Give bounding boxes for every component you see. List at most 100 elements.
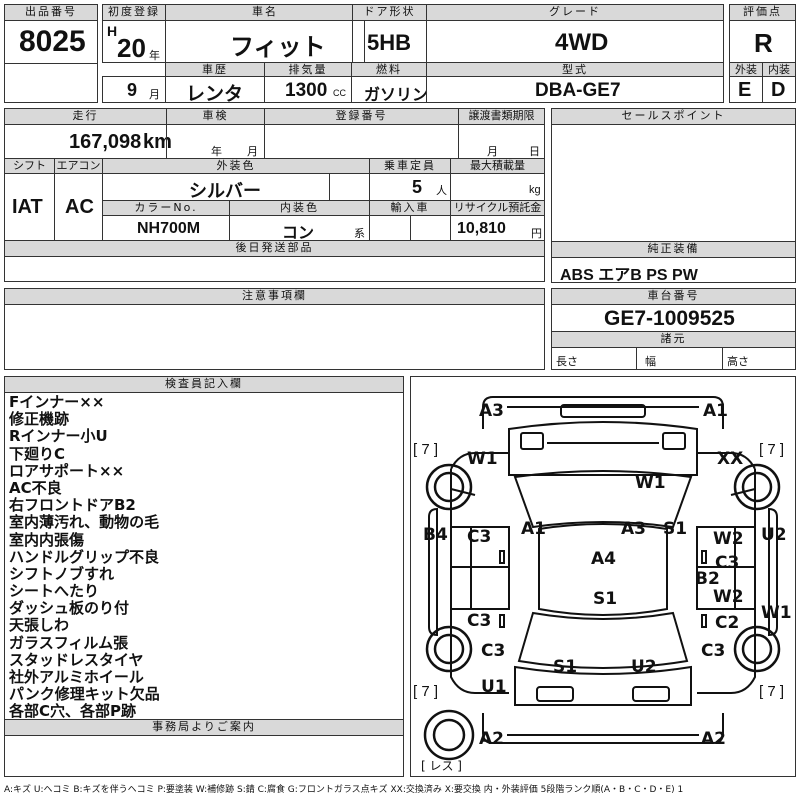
length-label: 長さ — [556, 355, 578, 368]
damage-c3-low-right: C3 — [701, 641, 726, 661]
displacement-value: 1300 — [285, 80, 328, 101]
interior-score: D — [771, 79, 786, 101]
width-cell: 幅 — [636, 347, 723, 370]
lot-number: 8025 — [19, 25, 86, 58]
tire-rr: [ 7 ] — [759, 683, 785, 700]
year-unit: 年 — [149, 49, 160, 62]
int-color-unit: 系 — [354, 227, 365, 240]
inspection-month-unit: 月 — [247, 145, 258, 158]
damage-c3-right: C3 — [715, 553, 740, 573]
damage-a3-mid: A3 — [621, 519, 646, 539]
aircon-cell: AC — [54, 173, 103, 241]
damage-w2-upper: W2 — [713, 529, 744, 549]
model-header: 型式 — [426, 62, 724, 77]
damage-u1: U1 — [481, 677, 507, 697]
car-name-cell: フィット — [165, 20, 365, 63]
import-header: 輸入車 — [369, 200, 451, 216]
inspector-note: 室内薄汚れ、動物の毛 — [9, 513, 160, 532]
lot-no-header: 出品番号 — [4, 4, 98, 21]
damage-s1-low: S1 — [553, 657, 578, 677]
chassis-header: 車台番号 — [551, 288, 796, 305]
color-no-header: カラーNo. — [102, 200, 230, 216]
damage-b2: B2 — [695, 569, 720, 589]
width-label: 幅 — [645, 355, 656, 368]
int-color-value: コン — [282, 223, 315, 242]
damage-s1-mid: S1 — [663, 519, 688, 539]
shift-header: シフト — [4, 158, 55, 174]
ext-color-cell: シルバー — [102, 173, 330, 202]
cc-unit: CC — [333, 88, 346, 98]
reg-year: 20 — [117, 33, 146, 63]
era-letter: H — [107, 23, 118, 39]
capacity-header: 乗車定員 — [369, 158, 451, 174]
chassis-cell: GE7-1009525 — [551, 304, 796, 332]
transfer-header: 譲渡書類期限 — [458, 108, 545, 125]
damage-a2-left: A2 — [479, 729, 504, 749]
reg-no-cell — [264, 124, 459, 159]
history-cell: レンタ — [165, 76, 265, 105]
inspector-header: 検査員記入欄 — [4, 376, 404, 393]
recycle-cell: 10,810 円 — [450, 215, 545, 241]
aircon-header: エアコン — [54, 158, 103, 174]
equip-cell: ABS エアB PS PW — [551, 257, 796, 284]
legend-row: A:キズ U:ヘコミ B:キズを伴うヘコミ P:要塗装 W:補修跡 S:錆 C:… — [4, 781, 796, 797]
recycle-header: リサイクル預託金 — [450, 200, 545, 216]
fuel-header: 燃料 — [351, 62, 427, 77]
exterior-score: E — [738, 79, 752, 101]
damage-w1-center: W1 — [635, 473, 666, 493]
equip-header: 純正装備 — [551, 241, 796, 258]
damage-a3-front: A3 — [479, 401, 504, 421]
notes-header: 注意事項欄 — [4, 288, 545, 305]
reg-month: 9 — [127, 80, 138, 100]
displacement-cell: 1300 CC — [264, 76, 352, 103]
damage-diagram: A3 A1 [ 7 ] [ 7 ] W1 XX W1 B4 C3 A1 A3 S… — [410, 376, 796, 777]
inspector-note: 社外アルミホイール — [9, 668, 144, 686]
door-cell: 5HB — [352, 20, 427, 63]
int-color-cell: コン 系 — [229, 215, 370, 242]
fuel-value: ガソリン — [364, 85, 429, 104]
shift-cell: IAT — [4, 173, 55, 241]
damage-xx-right: XX — [717, 449, 744, 469]
tire-fr: [ 7 ] — [759, 441, 785, 458]
mileage-header: 走行 — [4, 108, 167, 125]
capacity-cell: 5 人 — [369, 173, 451, 201]
spare-tire: [ レス ] — [421, 759, 462, 773]
damage-a2-right: A2 — [701, 729, 726, 749]
recycle-value: 10,810 — [457, 220, 506, 237]
inspector-note: ダッシュ板のり付 — [9, 599, 130, 618]
car-name: フィット — [230, 33, 326, 61]
inspection-cell: 年 月 — [166, 124, 265, 159]
int-color-header: 内装色 — [229, 200, 370, 216]
later-parts-cell — [4, 256, 545, 282]
inspector-note: 天張しわ — [9, 616, 70, 635]
inspector-note: 修正機跡 — [9, 410, 70, 429]
damage-a4: A4 — [591, 549, 616, 569]
fuel-cell: ガソリン — [351, 76, 429, 104]
score-value: R — [754, 28, 773, 58]
inspector-note: ハンドルグリップ不良 — [9, 547, 160, 566]
inspector-note: パンク修理キット欠品 — [9, 685, 160, 704]
import-divider — [410, 216, 411, 241]
damage-c3-lower-left: C3 — [467, 611, 492, 631]
inspector-note: シフトノブすれ — [9, 564, 115, 583]
first-reg-header: 初度登録 — [102, 4, 166, 21]
door-header: ドア形状 — [352, 4, 427, 21]
ext-color-value: シルバー — [189, 181, 261, 202]
equip-value: ABS エアB PS PW — [560, 267, 698, 284]
car-name-header: 車名 — [165, 4, 365, 21]
damage-c2: C2 — [715, 613, 740, 633]
height-label: 高さ — [727, 355, 749, 368]
yen-unit: 円 — [531, 227, 542, 240]
grade-value: 4WD — [555, 29, 609, 56]
car-outline-drawing — [423, 396, 781, 761]
inspector-note: Rインナー小U — [9, 427, 108, 446]
tire-rl: [ 7 ] — [413, 683, 439, 700]
damage-w1-left: W1 — [467, 449, 498, 469]
sales-point-header: セールスポイント — [551, 108, 796, 125]
inspector-note: 室内内張傷 — [9, 530, 85, 549]
person-unit: 人 — [436, 184, 447, 197]
score-header: 評価点 — [729, 4, 796, 21]
inspector-note: ロアサポート×× — [9, 461, 125, 480]
